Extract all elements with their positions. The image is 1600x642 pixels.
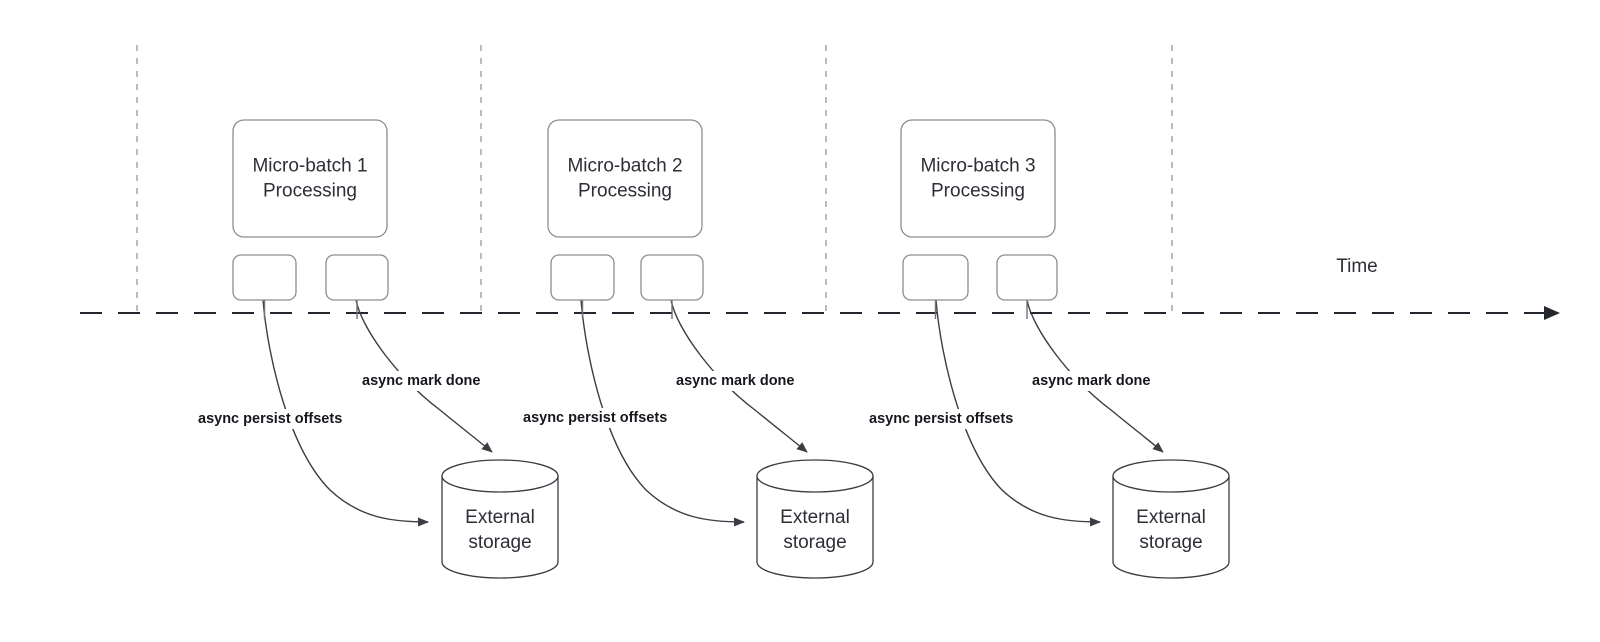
task-box-3b[interactable] (996, 254, 1058, 301)
storage-label-line2: storage (1139, 532, 1202, 553)
task-box-1b[interactable] (325, 254, 389, 301)
divider-lines (136, 45, 1173, 313)
async-persist-offsets-label-text: async persist offsets (869, 411, 1013, 427)
micro-batch-title: Micro-batch 1 (252, 156, 367, 177)
task-box-3a[interactable] (902, 254, 969, 301)
storage-label-line1: External (780, 507, 850, 528)
storage-label-line1: External (465, 507, 535, 528)
async-mark-done-label-text: async mark done (362, 373, 480, 389)
group-3-flow-labels: async persist offsets async mark done (866, 371, 1154, 429)
task-box-2a[interactable] (550, 254, 615, 301)
micro-batch-title: Micro-batch 2 (567, 156, 682, 177)
group-2-flow-labels: async persist offsets async mark done (520, 371, 798, 428)
storage-label-line2: storage (468, 532, 531, 553)
external-storage-cylinder[interactable]: External storage (441, 459, 559, 579)
micro-batch-subtitle: Processing (931, 181, 1025, 202)
task-box-2b[interactable] (640, 254, 704, 301)
micro-batch-box[interactable] (900, 119, 1056, 238)
micro-batch-box[interactable] (232, 119, 388, 238)
async-persist-offsets-label: async persist offsets (195, 409, 367, 429)
async-persist-offsets-arrow (580, 299, 745, 527)
async-persist-offsets-label: async persist offsets (520, 408, 692, 428)
time-axis: Time (80, 256, 1560, 320)
async-mark-done-label-text: async mark done (1032, 373, 1150, 389)
group-3-flows (935, 299, 1164, 527)
async-mark-done-label: async mark done (359, 371, 484, 391)
group-2-flows (580, 299, 808, 527)
async-persist-offsets-label: async persist offsets (866, 409, 1038, 429)
storage-label-line2: storage (783, 532, 846, 553)
async-mark-done-arrow (355, 299, 493, 453)
async-mark-done-label-text: async mark done (676, 373, 794, 389)
micro-batch-title: Micro-batch 3 (920, 156, 1035, 177)
async-mark-done-arrow (1026, 299, 1164, 453)
external-storage-cylinder[interactable]: External storage (1112, 459, 1230, 579)
async-mark-done-label: async mark done (1029, 371, 1154, 391)
micro-batch-subtitle: Processing (263, 181, 357, 202)
group-1-flows (262, 299, 493, 527)
async-persist-offsets-arrow (935, 299, 1101, 527)
time-axis-label: Time (1336, 256, 1378, 277)
flow-arrows (262, 299, 1164, 527)
group-1-flow-labels: async persist offsets async mark done (195, 371, 484, 429)
timeline-axis: Time (80, 256, 1560, 320)
async-persist-offsets-label-text: async persist offsets (198, 411, 342, 427)
micro-batch-subtitle: Processing (578, 181, 672, 202)
async-persist-offsets-label-text: async persist offsets (523, 410, 667, 426)
async-mark-done-arrow (670, 299, 808, 453)
diagram-nodes: Micro-batch 1ProcessingExternalstorageMi… (232, 119, 1230, 579)
async-mark-done-label: async mark done (673, 371, 798, 391)
task-box-1a[interactable] (232, 254, 297, 301)
external-storage-cylinder[interactable]: External storage (756, 459, 874, 579)
micro-batch-box[interactable] (547, 119, 703, 238)
storage-label-line1: External (1136, 507, 1206, 528)
async-persist-offsets-arrow (262, 299, 429, 527)
